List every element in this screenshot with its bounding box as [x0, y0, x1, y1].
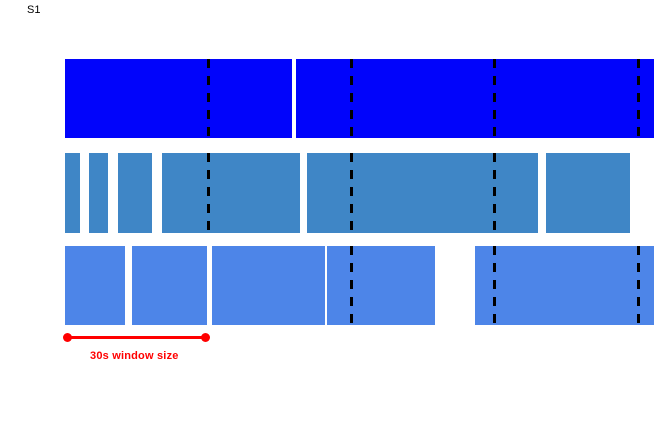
window-boundary-line [350, 246, 354, 325]
window-boundary-line [493, 59, 497, 138]
segment-bar [65, 59, 292, 138]
timeline-chart [65, 0, 654, 434]
window-boundary-line [206, 153, 210, 233]
window-boundary-line [493, 153, 497, 233]
segment-bar [88, 153, 108, 233]
window-boundary-line [350, 153, 354, 233]
segment-bar [161, 153, 301, 233]
segment-bar [212, 246, 326, 325]
segment-bar [475, 246, 654, 325]
segment-bar [131, 246, 207, 325]
timeline-row-1 [65, 59, 654, 138]
segment-bar [65, 246, 126, 325]
timeline-row-2 [65, 153, 654, 233]
window-boundary-line [350, 59, 354, 138]
arrow-right-endpoint-icon [201, 333, 211, 342]
window-boundary-line [636, 246, 640, 325]
window-boundary-line [636, 59, 640, 138]
segment-bar [296, 59, 654, 138]
segment-bar [307, 153, 539, 233]
window-boundary-line [493, 246, 497, 325]
timeline-row-3 [65, 246, 654, 325]
arrow-left-endpoint-icon [63, 333, 72, 342]
window-boundary-line [206, 59, 210, 138]
window-size-label: 30s window size [90, 350, 179, 362]
segment-bar [118, 153, 152, 233]
corner-label: S1 [27, 4, 41, 16]
segment-bar [65, 153, 80, 233]
window-size-arrow [63, 333, 211, 342]
segment-bar [327, 246, 436, 325]
segment-bar [546, 153, 631, 233]
